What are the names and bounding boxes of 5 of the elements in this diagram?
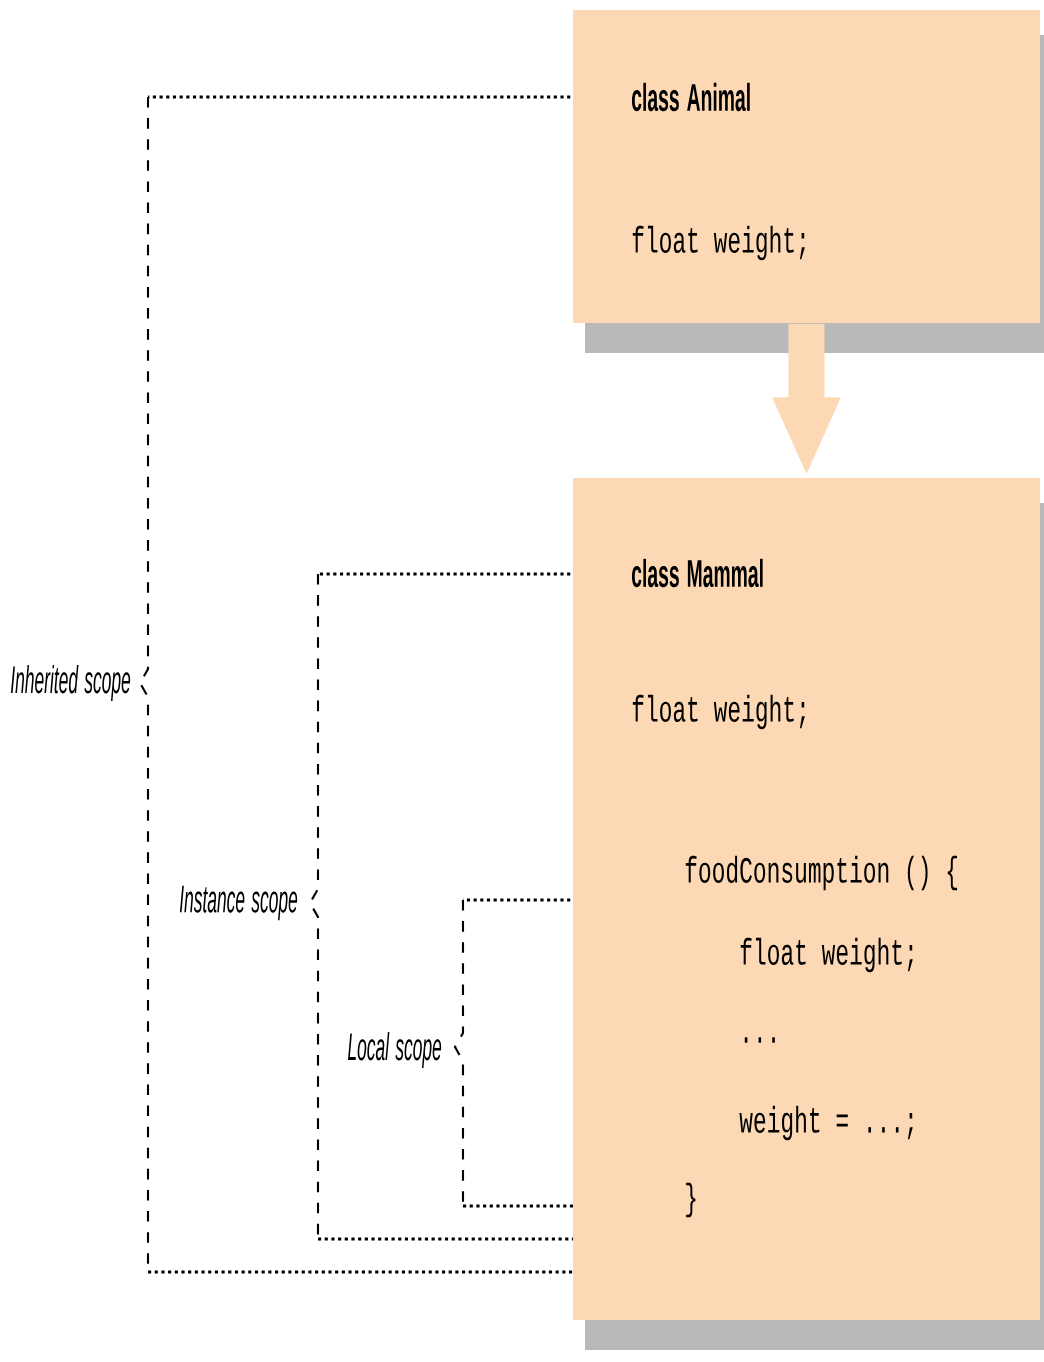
- class-box: class Mammal float weight; foodConsumption () { float weight; ... weight = ...; }: [573, 478, 1044, 1350]
- scope-label: Local scope: [348, 1032, 442, 1068]
- scope-label: Instance scope: [179, 885, 298, 921]
- class-box: class Animal float weight;: [573, 10, 1044, 353]
- scope-label: Inherited scope: [10, 665, 131, 701]
